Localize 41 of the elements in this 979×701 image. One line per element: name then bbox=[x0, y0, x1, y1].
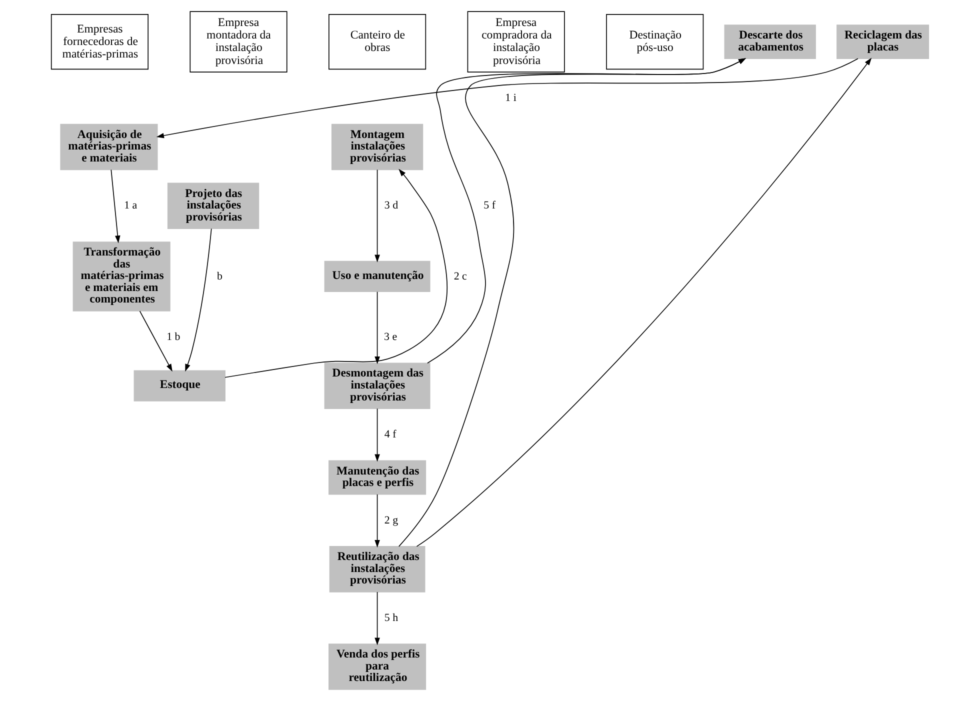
arrow bbox=[110, 169, 120, 244]
edge-label: 3 e bbox=[384, 330, 397, 343]
node-box: Montagem instalações provisórias bbox=[330, 124, 423, 170]
node-box: Canteiro de obras bbox=[328, 14, 426, 70]
node-box: Aquisição de matérias-primas e materiais bbox=[60, 124, 158, 170]
edge-label: 4 f bbox=[384, 428, 396, 440]
edge-label: b bbox=[216, 270, 222, 282]
edge-label: 5 f bbox=[483, 200, 496, 212]
node-box: Empresas fornecedoras de matérias-primas bbox=[50, 14, 148, 70]
arrow bbox=[374, 408, 380, 462]
node-box: Uso e manutenção bbox=[324, 260, 430, 292]
node-box: Empresa compradora da instalação provisória bbox=[466, 11, 564, 73]
edge-label: 5 h bbox=[384, 612, 398, 624]
node-box: Transformação das matérias-primas e materiais em componentes bbox=[72, 242, 170, 312]
arrow bbox=[426, 58, 746, 364]
node-box: Manutenção das placas e perfis bbox=[328, 460, 426, 495]
arrow bbox=[398, 58, 746, 547]
node-box: Empresa montadora da instalação provisória bbox=[189, 11, 287, 73]
edge-label: 2 g bbox=[384, 514, 398, 526]
arrow bbox=[374, 592, 380, 646]
edge-label: 1 b bbox=[166, 330, 180, 343]
node-box: Reutilização das instalações provisórias bbox=[328, 546, 425, 592]
node-box: Reciclagem das placas bbox=[836, 24, 929, 60]
arrow bbox=[138, 310, 172, 372]
arrow bbox=[224, 168, 448, 378]
arrow bbox=[184, 228, 212, 372]
arrow bbox=[156, 58, 858, 138]
edge-label: 3 d bbox=[384, 200, 398, 212]
edge-label: 2 c bbox=[453, 270, 466, 282]
arrow bbox=[374, 494, 380, 548]
node-box: Venda dos perfis para reutilização bbox=[328, 644, 426, 690]
arrow bbox=[374, 169, 380, 262]
node-box: Estoque bbox=[133, 370, 225, 402]
edge-label: 1 i bbox=[504, 92, 516, 104]
arrow bbox=[374, 291, 380, 364]
edge-label: 1 a bbox=[124, 200, 137, 212]
node-box: Desmontagem das instalações provisórias bbox=[324, 362, 430, 409]
node-box: Destinação pós-uso bbox=[606, 14, 704, 70]
node-box: Projeto das instalações provisórias bbox=[166, 182, 259, 229]
node-box: Descarte dos acabamentos bbox=[724, 24, 816, 60]
arrow bbox=[416, 58, 872, 547]
